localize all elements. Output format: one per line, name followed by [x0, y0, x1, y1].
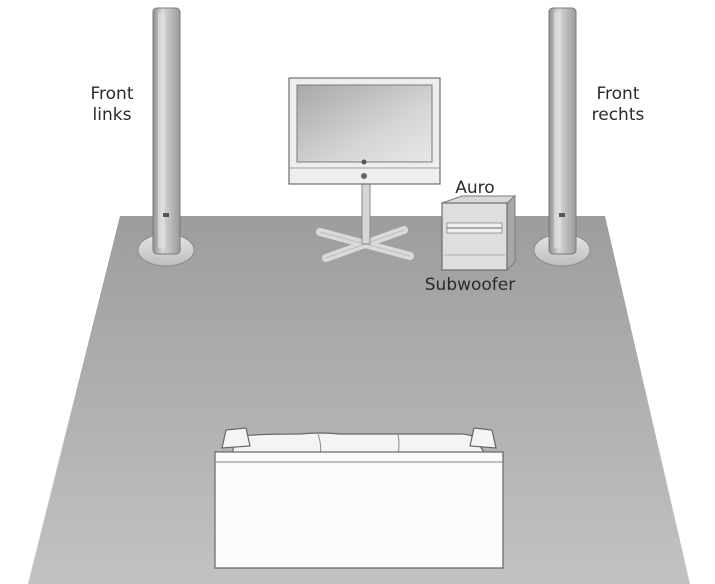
- sofa-icon: [214, 427, 504, 569]
- floor: [28, 216, 690, 584]
- subwoofer-label: Subwoofer: [424, 275, 516, 295]
- tv-on-stand-icon: [288, 77, 441, 262]
- front-left-label-line1: Front: [90, 84, 134, 104]
- front-right-label-line2: rechts: [591, 105, 645, 125]
- front-right-label: Front rechts: [578, 84, 658, 126]
- front-left-label: Front links: [72, 84, 152, 126]
- front-right-label-line1: Front: [596, 84, 640, 104]
- front-left-speaker-icon: [137, 7, 195, 267]
- front-left-label-line2: links: [92, 105, 132, 125]
- subwoofer-icon: [441, 194, 517, 272]
- front-right-speaker-icon: [533, 7, 591, 267]
- auro-label: Auro: [455, 178, 495, 198]
